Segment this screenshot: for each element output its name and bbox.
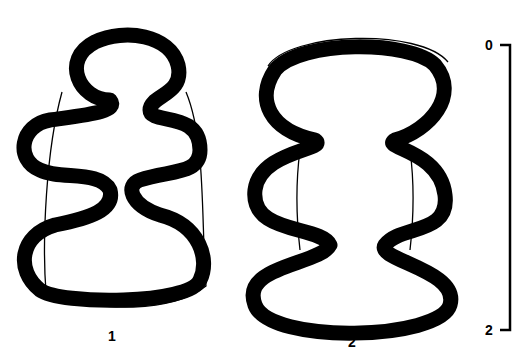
enamel-pattern — [24, 35, 204, 300]
scale-bar — [500, 45, 510, 330]
enamel-pattern — [253, 47, 451, 333]
scale-value: 0 — [485, 38, 493, 52]
figure-number: 2 — [348, 335, 356, 349]
figure-number: 1 — [108, 329, 116, 343]
scale-value: 2 — [485, 323, 493, 337]
